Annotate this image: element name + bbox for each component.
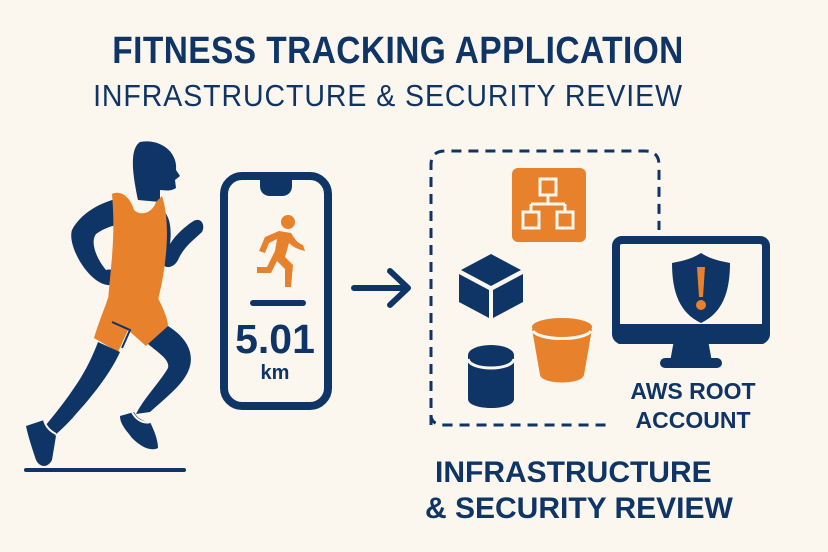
aws-label-line1: AWS ROOT — [630, 378, 756, 404]
database-cylinder-icon — [466, 345, 516, 408]
cube-compute-icon — [459, 254, 523, 318]
aws-label-line2: ACCOUNT — [635, 407, 751, 433]
monitor-device — [612, 236, 770, 368]
infrastructure-boundary — [429, 149, 661, 427]
page-subtitle: INFRASTRUCTURE & SECURITY REVIEW — [93, 78, 683, 113]
storage-bucket-icon — [531, 318, 593, 383]
footer-line1: INFRASTRUCTURE — [435, 456, 712, 489]
page-title: FITNESS TRACKING APPLICATION — [112, 30, 684, 72]
running-person-icon — [257, 215, 305, 287]
shield-warning-icon — [672, 253, 730, 323]
network-hierarchy-icon — [512, 168, 586, 242]
footer-line2: & SECURITY REVIEW — [425, 492, 733, 525]
aws-root-account-label: AWS ROOT ACCOUNT — [618, 377, 768, 435]
arrow-right-icon — [351, 268, 411, 308]
distance-display: 5.01 km — [218, 317, 332, 385]
runner-illustration — [24, 141, 204, 472]
distance-value: 5.01 — [235, 316, 315, 362]
distance-unit: km — [260, 362, 290, 384]
phone-device — [220, 172, 332, 410]
footer-caption: INFRASTRUCTURE & SECURITY REVIEW — [425, 455, 745, 527]
